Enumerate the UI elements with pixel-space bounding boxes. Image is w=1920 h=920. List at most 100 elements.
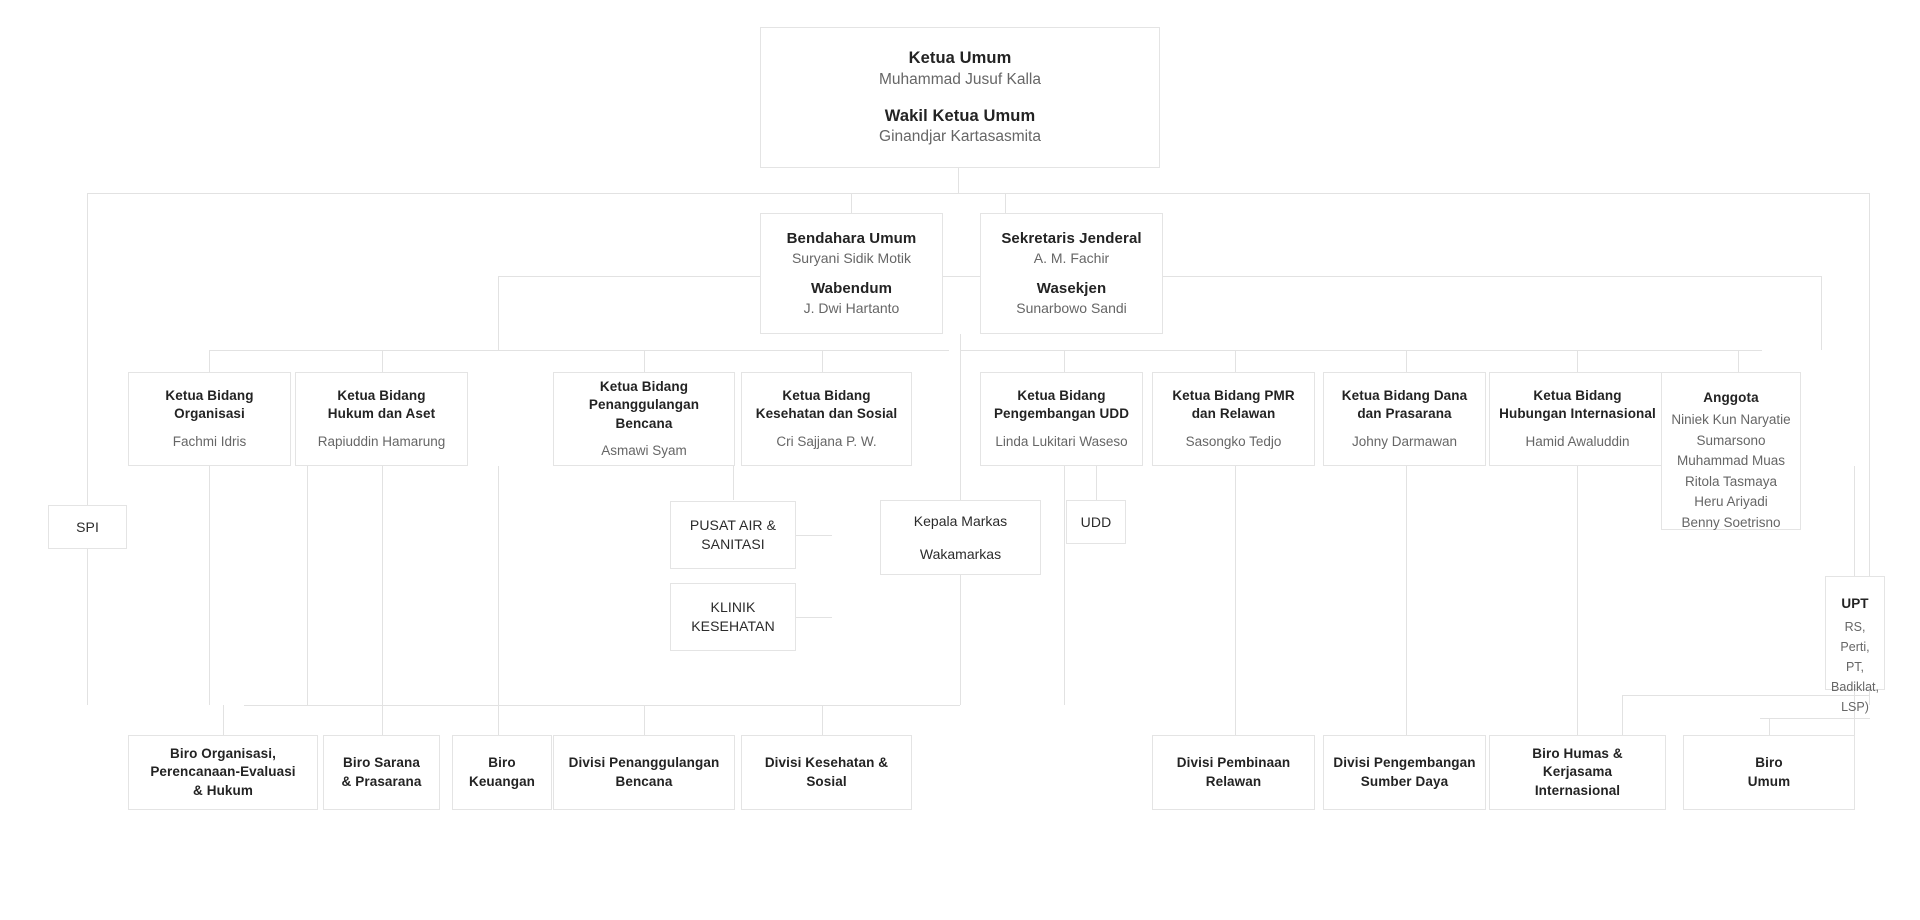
bidang-pmr-title-2: dan Relawan [1191, 406, 1276, 422]
upt-member: RS, Perti, [1840, 620, 1870, 655]
bidang-udd-title-1: Ketua Bidang [1017, 388, 1106, 404]
biro-keuangan-line-1: Biro [488, 755, 516, 771]
anggota-member: Sumarsono [1696, 432, 1766, 448]
node-klinik-kesehatan[interactable]: KLINIK KESEHATAN [670, 583, 796, 651]
connector-pusatair-right [796, 535, 832, 536]
biro-sarana-line-1: Biro Sarana [343, 755, 420, 771]
node-divisi-penanggulangan-bencana[interactable]: Divisi Penanggulangan Bencana [553, 735, 735, 810]
connector-units-bus-right-2 [1622, 695, 1623, 735]
node-bidang-pengembangan-udd[interactable]: Ketua Bidang Pengembangan UDD Linda Luki… [980, 372, 1143, 466]
bidang-hukum-title-2: Hukum dan Aset [327, 406, 436, 422]
node-bidang-dana-prasarana[interactable]: Ketua Bidang Dana dan Prasarana Johny Da… [1323, 372, 1486, 466]
bidang-pmr-title-1: Ketua Bidang PMR [1172, 388, 1295, 404]
connector-drop-bidang-2 [382, 350, 383, 372]
bidang-organisasi-title-1: Ketua Bidang [165, 388, 254, 404]
divisi-relawan-line-2: Relawan [1205, 773, 1262, 789]
connector-drop-unit-5 [822, 705, 823, 735]
connector-drop-bidang-6 [1235, 350, 1236, 372]
connector-units-bus-left [244, 705, 960, 706]
connector-bidang1-down [209, 466, 210, 705]
node-bidang-pmr-relawan[interactable]: Ketua Bidang PMR dan Relawan Sasongko Te… [1152, 372, 1315, 466]
klinik-line-1: KLINIK [710, 599, 756, 616]
node-biro-organisasi[interactable]: Biro Organisasi, Perencanaan-Evaluasi & … [128, 735, 318, 810]
bidang-internasional-title-2: Hubungan Internasional [1499, 406, 1656, 422]
biro-umum-line-1: Biro [1755, 755, 1783, 771]
connector-kesehatan-down [733, 466, 734, 500]
node-biro-keuangan[interactable]: Biro Keuangan [452, 735, 552, 810]
node-anggota[interactable]: Anggota Niniek Kun Naryatie Sumarsono Mu… [1661, 372, 1801, 530]
connector-bidang8-down [1577, 466, 1578, 705]
node-treasurer[interactable]: Bendahara Umum Suryani Sidik Motik Waben… [760, 213, 943, 334]
connector-drop-unit-3 [498, 705, 499, 735]
pusat-air-line-2: SANITASI [701, 536, 765, 552]
connector-bidang5-down [1064, 466, 1065, 705]
node-biro-humas-kerjasama[interactable]: Biro Humas & Kerjasama Internasional [1489, 735, 1666, 810]
connector-bidang-left-branch [209, 350, 210, 372]
connector-bidang-row-bus-left [209, 350, 949, 351]
connector-drop-treasurer [851, 193, 852, 213]
node-udd[interactable]: UDD [1066, 500, 1126, 544]
node-kepala-markas[interactable]: Kepala Markas Wakamarkas [880, 500, 1041, 575]
connector-bidang2b-down [382, 466, 383, 705]
node-divisi-kesehatan-sosial[interactable]: Divisi Kesehatan & Sosial [741, 735, 912, 810]
connector-bidang-bus-right-rail [1821, 276, 1822, 350]
bidang-organisasi-title-2: Organisasi [174, 406, 245, 422]
connector-drop-bidang-7 [1406, 350, 1407, 372]
bidang-hukum-title-1: Ketua Bidang [337, 388, 426, 404]
spi-label: SPI [76, 518, 99, 535]
anggota-member: Ritola Tasmaya [1684, 473, 1778, 489]
connector-bidang7-down [1406, 466, 1407, 705]
biro-organisasi-line-3: & Hukum [193, 782, 253, 798]
node-upt[interactable]: UPT RS, Perti, PT, Badiklat, LSP) [1825, 576, 1885, 714]
secretary-name: A. M. Fachir [1033, 250, 1110, 267]
connector-drop-unit-9 [1769, 718, 1770, 735]
connector-drop-anggota [1738, 350, 1739, 372]
node-bidang-kesehatan-sosial[interactable]: Ketua Bidang Kesehatan dan Sosial Cri Sa… [741, 372, 912, 466]
connector-secretary-down [960, 334, 961, 504]
node-spi[interactable]: SPI [48, 505, 127, 549]
node-secretary-general[interactable]: Sekretaris Jenderal A. M. Fachir Wasekje… [980, 213, 1163, 334]
node-divisi-pembinaan-relawan[interactable]: Divisi Pembinaan Relawan [1152, 735, 1315, 810]
node-biro-sarana-prasarana[interactable]: Biro Sarana & Prasarana [323, 735, 440, 810]
connector-drop-unit-1 [223, 705, 224, 735]
connector-exec-stem [958, 168, 959, 194]
anggota-title: Anggota [1703, 390, 1759, 405]
node-bidang-penanggulangan-bencana[interactable]: Ketua Bidang Penanggulangan Bencana Asma… [553, 372, 735, 466]
node-pusat-air-sanitasi[interactable]: PUSAT AIR & SANITASI [670, 501, 796, 569]
divisi-kesehatan-line-2: Sosial [806, 773, 847, 789]
connector-upt-stem [1854, 466, 1855, 576]
node-bidang-organisasi[interactable]: Ketua Bidang Organisasi Fachmi Idris [128, 372, 291, 466]
bidang-internasional-title-1: Ketua Bidang [1533, 388, 1622, 404]
bidang-organisasi-name: Fachmi Idris [172, 433, 247, 449]
connector-bidang3-down [498, 466, 499, 705]
connector-udd-up [1096, 466, 1097, 500]
bidang-dana-title-2: dan Prasarana [1357, 406, 1452, 422]
connector-klinik-right [796, 617, 832, 618]
node-biro-umum[interactable]: Biro Umum [1683, 735, 1855, 810]
node-bidang-hukum-aset[interactable]: Ketua Bidang Hukum dan Aset Rapiuddin Ha… [295, 372, 468, 466]
treasurer-deputy-name: J. Dwi Hartanto [803, 300, 900, 317]
bidang-bencana-title-2: Penanggulangan Bencana [588, 397, 700, 431]
bidang-hukum-name: Rapiuddin Hamarung [317, 433, 446, 449]
anggota-member: Niniek Kun Naryatie [1671, 412, 1791, 428]
bidang-pmr-name: Sasongko Tedjo [1185, 433, 1282, 449]
biro-organisasi-line-1: Biro Organisasi, [170, 746, 276, 762]
anggota-member: Muhammad Muas [1676, 453, 1786, 469]
klinik-line-2: KESEHATAN [691, 618, 775, 634]
treasurer-name: Suryani Sidik Motik [791, 250, 912, 267]
bidang-internasional-name: Hamid Awaluddin [1525, 433, 1630, 449]
divisi-bencana-line-2: Bencana [615, 773, 673, 789]
connector-drop-unit-7 [1406, 705, 1407, 735]
treasurer-deputy-title: Wabendum [810, 280, 893, 297]
node-executive[interactable]: Ketua Umum Muhammad Jusuf Kalla Wakil Ke… [760, 27, 1160, 168]
biro-keuangan-line-2: Keuangan [468, 773, 536, 789]
divisi-bencana-line-1: Divisi Penanggulangan [568, 755, 720, 771]
divisi-sumber-daya-line-2: Sumber Daya [1360, 773, 1449, 789]
connector-bidang-bus-left-rail [498, 276, 499, 350]
node-divisi-pengembangan-sumber-daya[interactable]: Divisi Pengembangan Sumber Daya [1323, 735, 1486, 810]
biro-humas-line-1: Biro Humas & Kerjasama [1532, 746, 1623, 780]
node-bidang-hubungan-internasional[interactable]: Ketua Bidang Hubungan Internasional Hami… [1489, 372, 1666, 466]
divisi-kesehatan-line-1: Divisi Kesehatan & [764, 755, 889, 771]
executive-chair-title: Ketua Umum [908, 49, 1012, 68]
markas-line-1: Kepala Markas [913, 512, 1008, 529]
